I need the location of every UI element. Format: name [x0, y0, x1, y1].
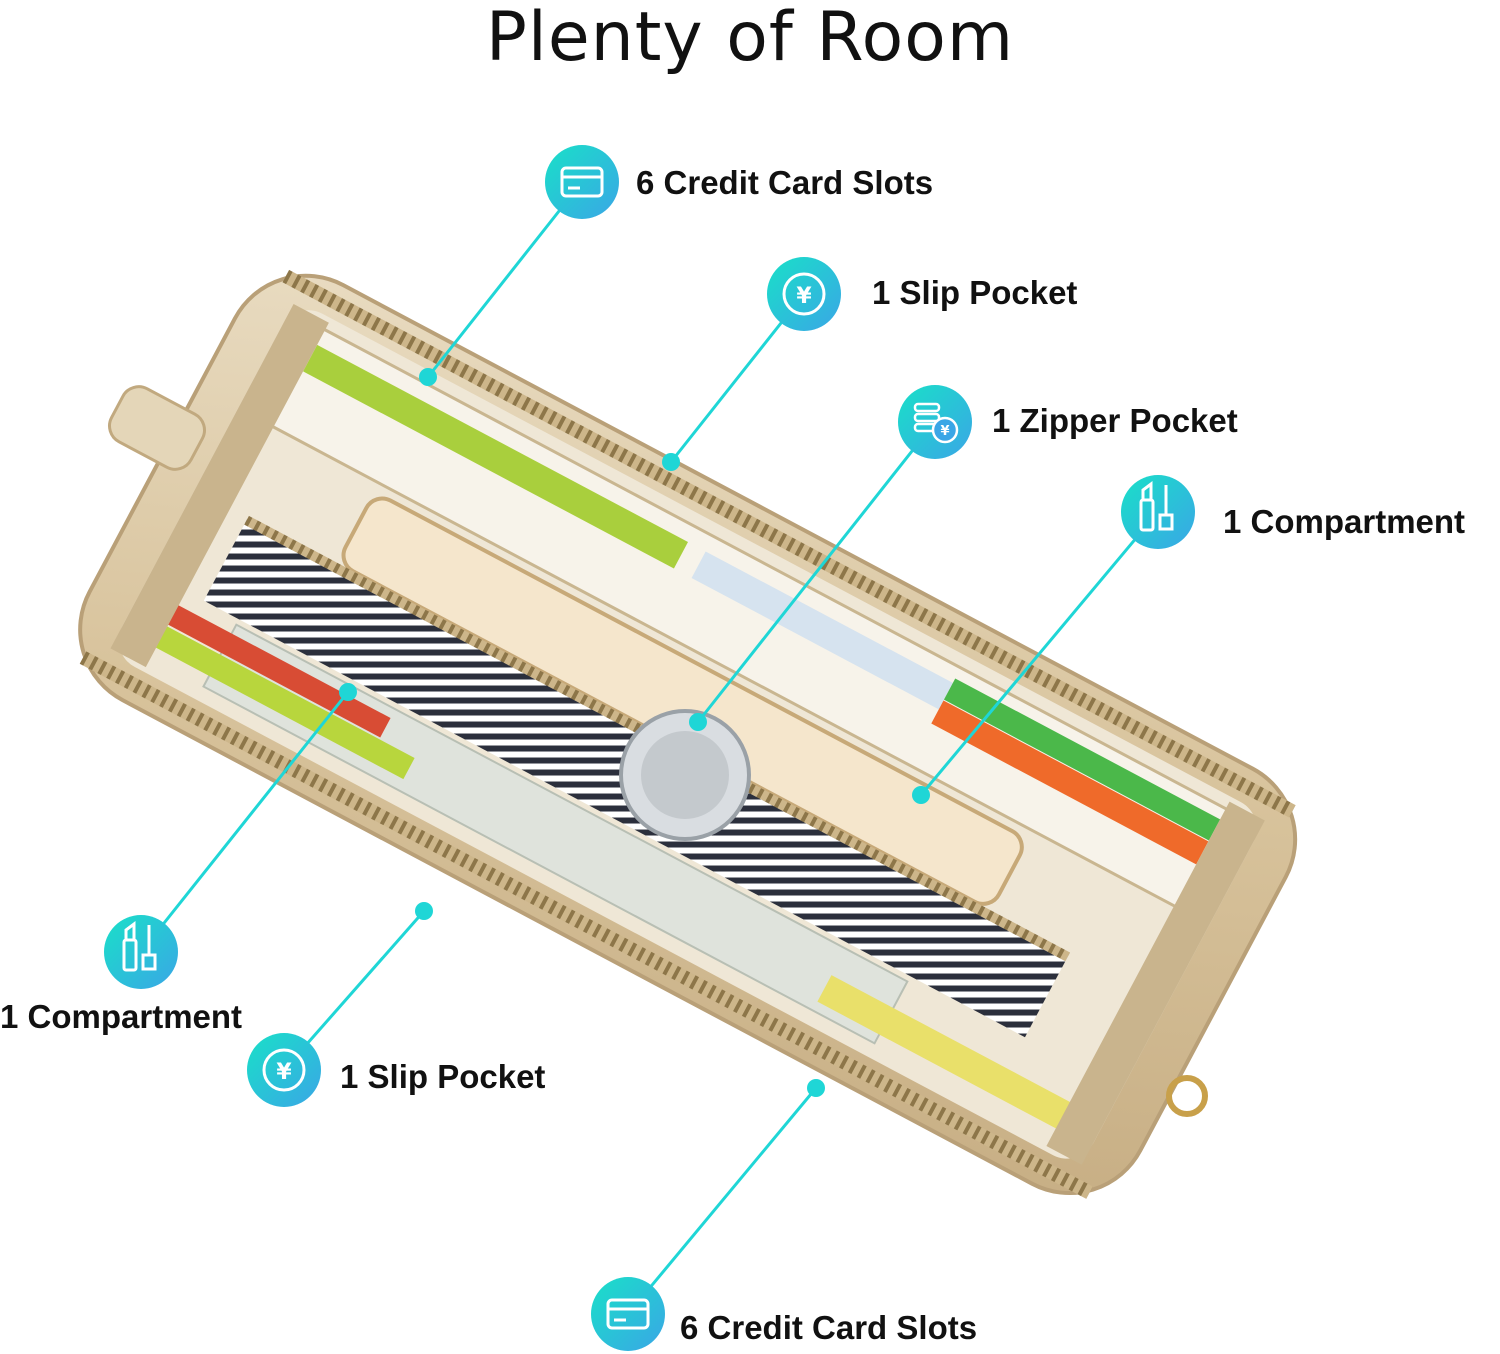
callout-label-credit-card-slots-bottom: 6 Credit Card Slots — [680, 1309, 978, 1346]
gusset-right — [1046, 801, 1265, 1165]
leader-dot-2 — [662, 453, 680, 471]
yen-coin-icon: ¥ — [767, 257, 841, 331]
card-green-top-2 — [943, 678, 1221, 841]
lipstick-icon — [1121, 475, 1195, 549]
callout-label-slip-pocket-bottom: 1 Slip Pocket — [340, 1058, 546, 1095]
leader-dot-1 — [419, 368, 437, 386]
leader-dot-7 — [807, 1079, 825, 1097]
credit-card-icon — [545, 145, 619, 219]
yen-coin-icon: ¥ — [247, 1033, 321, 1107]
svg-text:¥: ¥ — [940, 424, 949, 439]
leader-dot-4 — [912, 786, 930, 804]
leader-dot-3 — [689, 713, 707, 731]
leader-line-4 — [919, 511, 1160, 796]
credit-card-icon — [591, 1277, 665, 1351]
callout-label-zipper-pocket: 1 Zipper Pocket — [992, 402, 1238, 439]
leader-dot-6 — [415, 902, 433, 920]
card-green-top — [303, 344, 688, 569]
leader-line-5 — [139, 691, 350, 953]
svg-text:¥: ¥ — [276, 1060, 292, 1085]
callout-label-credit-card-slots-top: 6 Credit Card Slots — [636, 164, 934, 201]
leader-line-7 — [626, 1087, 818, 1315]
card-yellow-bottom-2 — [817, 975, 1079, 1134]
card-orange-top — [931, 700, 1209, 865]
quarter-coin-face — [641, 731, 729, 819]
card-blue-top — [691, 551, 953, 710]
callout-label-compartment-left: 1 Compartment — [0, 998, 243, 1035]
leader-line-1 — [426, 181, 584, 378]
card-yellow-bottom — [138, 617, 415, 780]
card-red-bottom — [150, 595, 391, 738]
svg-text:¥: ¥ — [796, 284, 812, 309]
leader-line-3 — [696, 421, 937, 723]
leader-dot-5 — [339, 683, 357, 701]
callout-label-compartment-right: 1 Compartment — [1223, 503, 1466, 540]
wrist-ring — [1166, 1075, 1208, 1117]
callout-label-slip-pocket-top: 1 Slip Pocket — [872, 274, 1078, 311]
coins-icon: ¥ — [898, 385, 972, 459]
page-title: Plenty of Room — [485, 0, 1015, 77]
wallet-zipper-bottom — [79, 651, 1093, 1199]
zipper-pull-tab — [108, 385, 206, 471]
lipstick-icon — [104, 915, 178, 989]
gusset-left — [110, 304, 329, 668]
wallet-zipper-top — [282, 269, 1296, 818]
